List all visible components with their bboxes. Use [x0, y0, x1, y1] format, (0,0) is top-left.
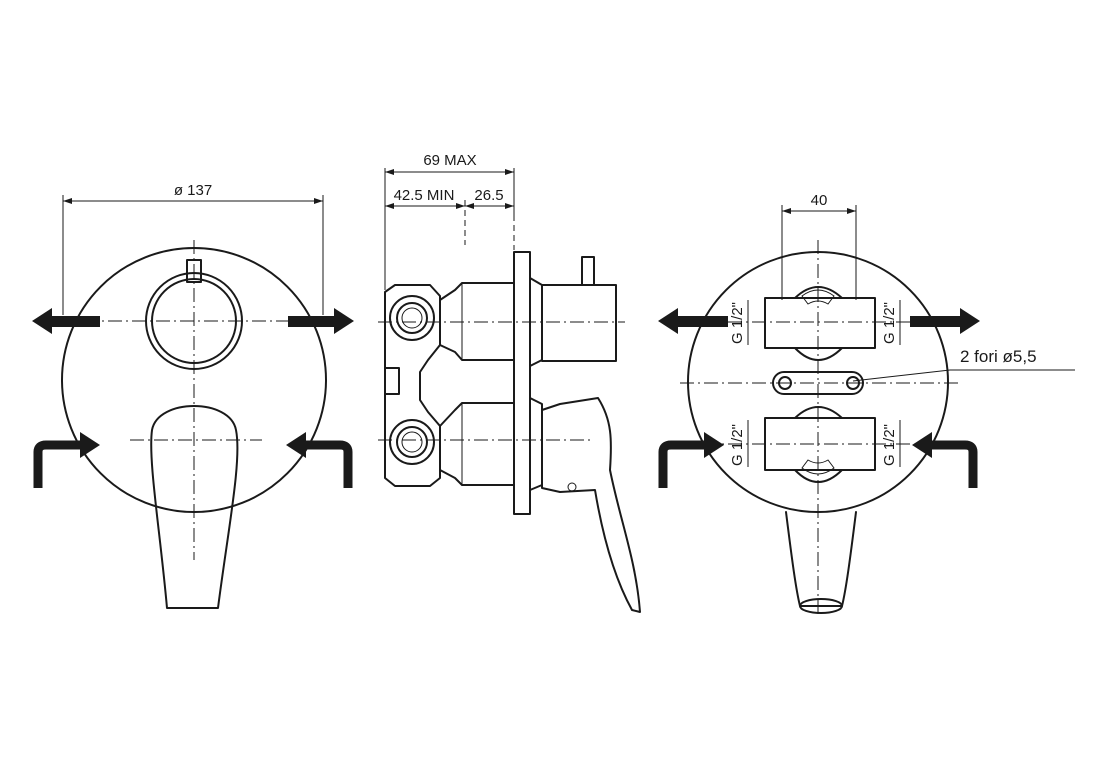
dim-arrow — [505, 203, 514, 209]
outlet-arrow-icon — [658, 308, 728, 334]
lever-side — [541, 397, 641, 613]
outlet-arrow-icon — [32, 308, 100, 334]
lever-handle — [150, 405, 239, 609]
thread-lower-right: G 1/2" — [881, 424, 898, 466]
dim-arrow — [385, 169, 394, 175]
diameter-label: ø 137 — [174, 182, 212, 199]
dim-arrow — [385, 203, 394, 209]
lever-collar — [529, 397, 543, 491]
lever-rear-tip — [799, 598, 843, 614]
inlet-arrow-icon — [912, 432, 978, 488]
dim-arrow — [782, 208, 791, 214]
dim-arrow — [505, 169, 514, 175]
lower-port-bore — [401, 431, 423, 453]
dim-arrow-left — [63, 198, 72, 204]
upper-port-inner — [396, 302, 428, 334]
rear-view: 40 G 1/2" G 1/2" G 1/2" G 1/2" — [658, 192, 1075, 615]
upper-port-bore — [401, 307, 423, 329]
inlet-arrow-icon — [658, 432, 724, 488]
thread-lower-left: G 1/2" — [729, 424, 746, 466]
lower-cylinder — [439, 402, 515, 486]
lower-port-outer — [389, 419, 435, 465]
inlet-arrow-icon — [286, 432, 353, 488]
outlet-arrow-icon — [288, 308, 354, 334]
upper-fitting-cap — [801, 289, 835, 305]
thread-upper-left: G 1/2" — [729, 302, 746, 344]
holes-label: 2 fori ø5,5 — [960, 347, 1037, 366]
diverter-pin-side — [581, 256, 595, 286]
dim-arrow — [465, 203, 474, 209]
dim-arrow — [456, 203, 465, 209]
front-view: ø 137 — [32, 182, 354, 609]
upper-fitting — [764, 297, 876, 349]
outlet-arrow-icon — [910, 308, 980, 334]
lever-rear — [785, 511, 857, 607]
wall-plate — [513, 251, 531, 515]
thread-upper-right: G 1/2" — [881, 302, 898, 344]
side-view: 69 MAX 42.5 MIN 26.5 — [378, 152, 641, 613]
diverter-knob-side — [541, 284, 617, 362]
dim-arrow-right — [314, 198, 323, 204]
lower-fitting-top — [794, 406, 843, 419]
side-nub — [384, 367, 400, 395]
inlet-arrow-icon — [33, 432, 100, 488]
depth-min-label: 42.5 MIN — [394, 187, 455, 204]
lower-fitting-cap — [801, 459, 835, 475]
upper-fitting-top — [794, 286, 843, 299]
upper-port-outer — [389, 295, 435, 341]
inlet-spacing-label: 40 — [811, 192, 828, 209]
lever-screw — [567, 482, 577, 492]
dim-arrow — [847, 208, 856, 214]
depth-max-label: 69 MAX — [423, 152, 476, 169]
depth-range-label: 26.5 — [474, 187, 503, 204]
valve-body — [384, 284, 441, 487]
lower-port-inner — [396, 426, 428, 458]
holes-leader — [852, 369, 951, 382]
